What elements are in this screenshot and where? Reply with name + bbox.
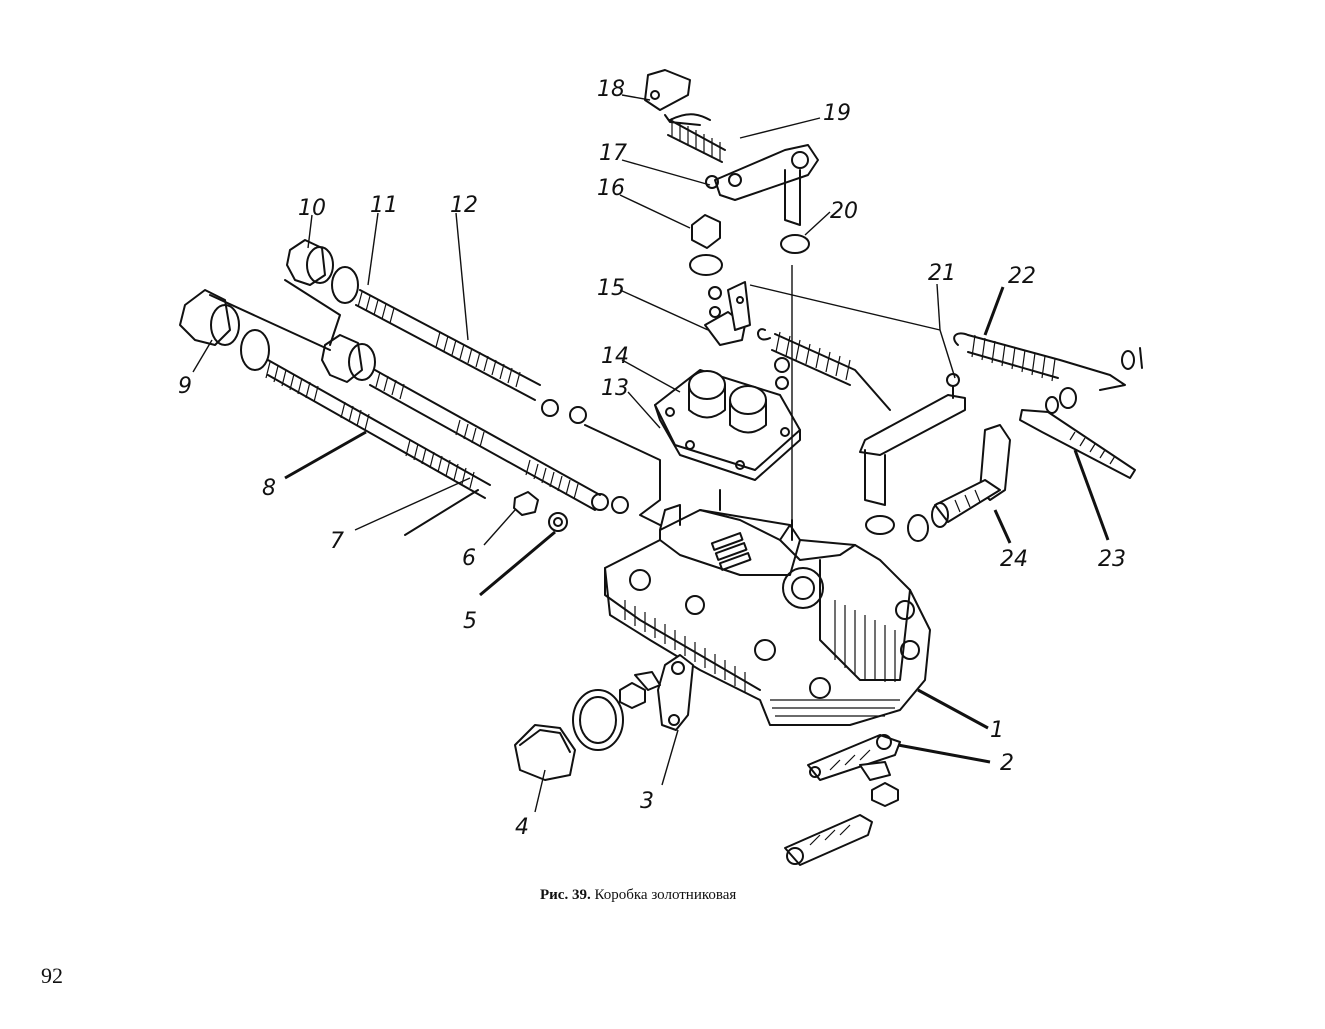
crank-lever-3: [619, 654, 694, 731]
return-spring-middle: [757, 328, 891, 411]
callout-12: 12: [450, 193, 478, 218]
callout-23: 23: [1098, 547, 1126, 572]
callout-13: 13: [601, 376, 629, 401]
plug-4: [514, 689, 624, 781]
lever-2: [807, 734, 901, 781]
callout-18: 18: [597, 77, 625, 102]
callout-6: 6: [462, 546, 476, 571]
callout-7: 7: [330, 529, 344, 554]
cover-13-14: [654, 369, 801, 481]
callout-15: 15: [597, 276, 625, 301]
callout-22: 22: [1008, 264, 1036, 289]
callout-9: 9: [178, 374, 192, 399]
figure-caption: Рис. 39. Коробка золотниковая: [540, 887, 736, 904]
callout-21: 21: [928, 261, 956, 286]
end-caps-9-10: [179, 239, 376, 383]
callout-1: 1: [990, 718, 1004, 743]
connection-lines: [584, 265, 956, 526]
callout-10: 10: [298, 196, 326, 221]
bracket-15: [704, 281, 790, 390]
figure-caption-text: Коробка золотниковая: [594, 887, 737, 903]
spool-lower: [265, 359, 491, 536]
small-fittings-5-6: [513, 491, 568, 532]
spool-middle: [369, 369, 629, 514]
callout-labels: 1 2 3 4 5 6 7 8 9 10 11 12 13 14 15 16 1…: [178, 77, 1126, 840]
rod-23: [1019, 409, 1136, 479]
callout-14: 14: [601, 344, 629, 369]
callout-5: 5: [463, 609, 477, 634]
callout-8: 8: [262, 476, 276, 501]
callout-17: 17: [599, 141, 627, 166]
callout-16: 16: [597, 176, 625, 201]
shaft-lever-24: [907, 424, 1011, 542]
page-number: 92: [41, 963, 63, 988]
callout-4: 4: [515, 815, 529, 840]
callout-20: 20: [830, 199, 858, 224]
callout-3: 3: [640, 789, 654, 814]
valve-box-housing: [604, 489, 931, 726]
figure-caption-prefix: Рис. 39.: [540, 887, 591, 903]
callout-11: 11: [370, 193, 398, 218]
callout-24: 24: [1000, 547, 1028, 572]
callout-19: 19: [823, 101, 851, 126]
spool-upper: [355, 289, 587, 424]
lever-21-spring-22: [859, 332, 1143, 535]
lower-lever: [784, 782, 899, 866]
upper-lever-assembly: [644, 69, 819, 276]
leader-lines: [192, 94, 1110, 813]
callout-2: 2: [1000, 751, 1014, 776]
